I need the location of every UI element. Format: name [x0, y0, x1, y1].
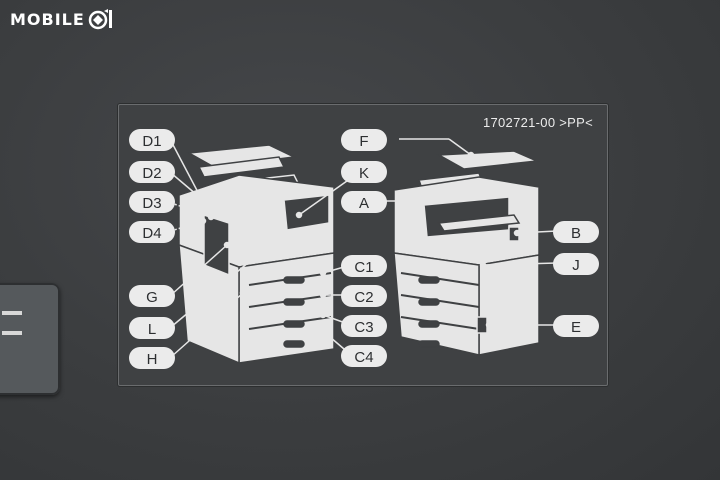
callout-f: F [341, 129, 387, 151]
callout-k: K [341, 161, 387, 183]
printer-diagram: D1 D2 D3 D4 G L H K C1 C2 C3 C4 F A B J … [129, 129, 599, 369]
svg-text:D3: D3 [142, 195, 161, 212]
callout-d2: D2 [129, 161, 175, 183]
callout-j: J [553, 253, 599, 275]
svg-text:D2: D2 [142, 165, 161, 182]
callout-c4: C4 [341, 345, 387, 367]
svg-text:D1: D1 [142, 133, 161, 150]
svg-text:H: H [147, 351, 158, 368]
left-printer-illustration [178, 144, 335, 365]
right-printer-illustration [393, 150, 540, 356]
parts-label-sticker: 1702721-00 >PP< [118, 104, 608, 386]
callout-d1: D1 [129, 129, 175, 151]
svg-text:C3: C3 [354, 319, 373, 336]
panel-line [2, 311, 22, 315]
leader-lines [170, 138, 558, 358]
callout-c1: C1 [341, 255, 387, 277]
part-code: 1702721-00 >PP< [482, 115, 593, 130]
side-control-panel [0, 283, 60, 395]
svg-text:B: B [571, 225, 581, 242]
svg-text:F: F [359, 133, 368, 150]
callout-c2: C2 [341, 285, 387, 307]
watermark-text: MOBILE [10, 9, 85, 29]
mobile01-logo-icon [88, 9, 112, 30]
svg-text:J: J [572, 257, 580, 274]
callout-d4: D4 [129, 221, 175, 243]
svg-text:G: G [146, 289, 158, 306]
svg-text:C2: C2 [354, 289, 373, 306]
callout-l: L [129, 317, 175, 339]
callout-b: B [553, 221, 599, 243]
callout-a: A [341, 191, 387, 213]
callout-g: G [129, 285, 175, 307]
svg-text:D4: D4 [142, 225, 161, 242]
svg-text:E: E [571, 319, 581, 336]
svg-text:A: A [359, 195, 369, 212]
callout-e: E [553, 315, 599, 337]
callout-labels: D1 D2 D3 D4 G L H K C1 C2 C3 C4 F A B J … [129, 129, 599, 369]
panel-line [2, 331, 22, 335]
svg-text:K: K [359, 165, 369, 182]
callout-d3: D3 [129, 191, 175, 213]
svg-text:C1: C1 [354, 259, 373, 276]
svg-text:L: L [148, 321, 156, 338]
svg-text:C4: C4 [354, 349, 373, 366]
callout-c3: C3 [341, 315, 387, 337]
callout-h: H [129, 347, 175, 369]
watermark: MOBILE [10, 6, 115, 32]
